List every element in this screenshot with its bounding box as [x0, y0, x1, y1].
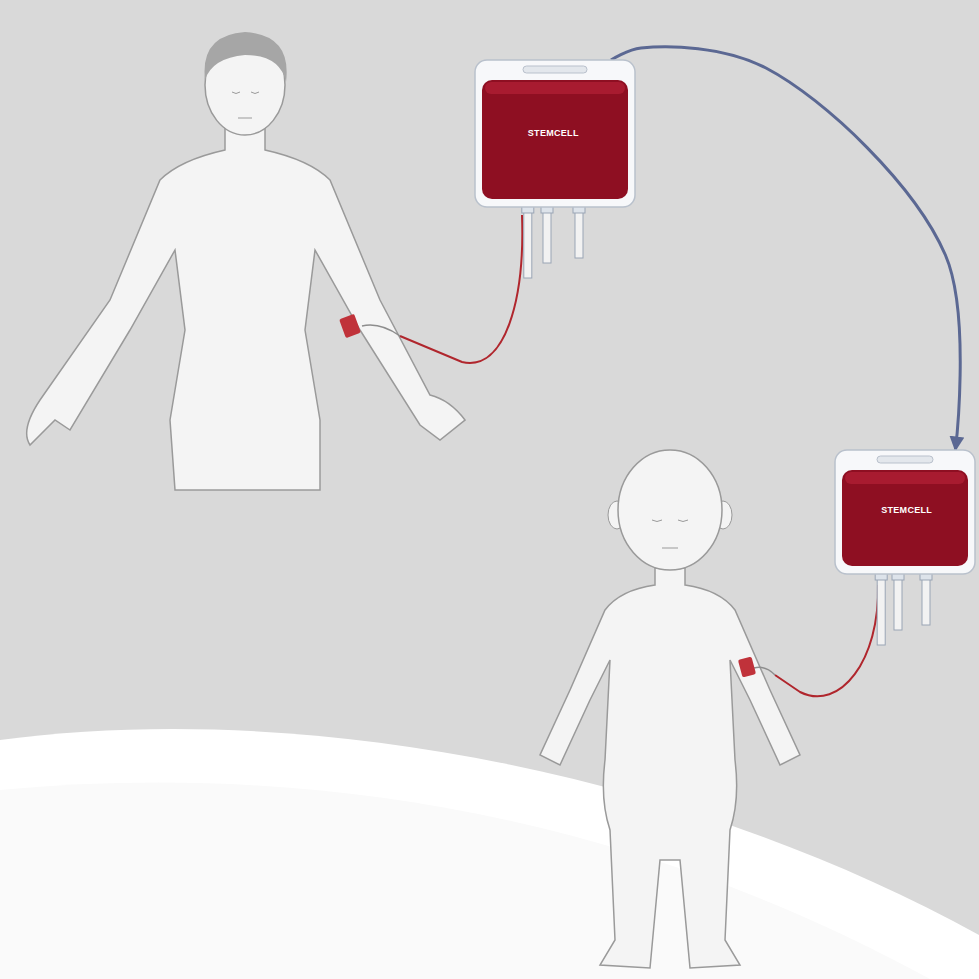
tourniquet: [339, 314, 361, 338]
tourniquet: [738, 656, 756, 677]
adult-figure: [27, 32, 465, 490]
iv-tube: [775, 585, 878, 696]
child-face: [652, 520, 688, 548]
iv-line: [362, 325, 400, 336]
bag-port: [877, 570, 885, 645]
background-swoosh: [0, 729, 979, 979]
iv-line: [754, 667, 775, 675]
iv-tube: [400, 215, 522, 363]
flow-arrow: [611, 47, 960, 450]
bag-hanger: [877, 456, 933, 463]
blood-fill: [842, 470, 968, 566]
adult-face: [232, 92, 259, 118]
child-body: [540, 568, 800, 968]
background-swoosh-light: [0, 783, 930, 979]
adult-hair: [205, 32, 287, 82]
blood-highlight: [845, 472, 965, 484]
child-figure: [540, 450, 800, 968]
adult-body: [27, 125, 465, 490]
bag-port: [524, 203, 532, 278]
brand-label: STEMCELL: [528, 128, 579, 138]
blood-bag: STEMCELL: [475, 60, 635, 215]
bag-shape: [835, 450, 975, 582]
blood-fill: [482, 80, 628, 199]
bag-outline: [475, 60, 635, 207]
blood-highlight: [485, 82, 625, 94]
child-head: [618, 450, 722, 570]
bag-outline: [835, 450, 975, 574]
blood-bag: STEMCELL: [835, 450, 975, 582]
brand-label: STEMCELL: [881, 505, 932, 515]
bag-hanger: [523, 66, 587, 73]
